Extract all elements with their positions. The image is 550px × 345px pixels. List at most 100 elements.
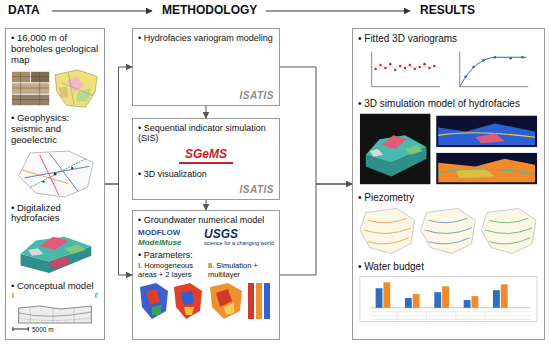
conceptual-section-picture-part-part bbox=[19, 312, 92, 316]
connector-arrow bbox=[206, 106, 207, 118]
geophysics-map-picture-part-part bbox=[42, 180, 44, 182]
column-header: DATA bbox=[8, 4, 40, 18]
header-arrows-part bbox=[266, 11, 410, 12]
borehole-map-picture-part-part bbox=[31, 72, 49, 83]
conceptual-section-picture-part-part bbox=[30, 308, 74, 323]
process-box: • Fitted 3D variograms • 3D simulation m… bbox=[352, 28, 545, 340]
variogram-charts-picture-part-part bbox=[372, 51, 440, 86]
section-label: I' bbox=[95, 293, 98, 300]
water-budget-chart-picture-part-part bbox=[434, 292, 441, 308]
variogram-charts-picture-part-part bbox=[460, 51, 528, 86]
variogram-charts-picture-part-part bbox=[379, 63, 382, 66]
borehole-map-picture-part-part bbox=[59, 86, 69, 97]
simulation-model-picture-part-part bbox=[366, 135, 427, 162]
homogeneous-areas-picture-part-part bbox=[146, 289, 160, 305]
variogram-charts-picture-part-part bbox=[509, 56, 512, 59]
simulation-model-picture-part-part bbox=[438, 159, 535, 182]
spacer bbox=[138, 279, 204, 281]
simulation-model-picture bbox=[358, 111, 539, 187]
variogram-charts-picture-part-part bbox=[374, 67, 377, 70]
piezometry-maps-picture bbox=[358, 206, 539, 256]
geophysics-map-picture-part-part bbox=[19, 151, 94, 197]
logo-row: MODFLOWModelMuse USGSscience for a changi… bbox=[138, 228, 274, 246]
column-group: II. Simulation + multilayer bbox=[208, 262, 274, 321]
water-budget-chart-picture-part-part bbox=[471, 296, 478, 308]
conceptual-section-picture: II'5000 m bbox=[11, 293, 99, 333]
water-budget-chart-picture bbox=[358, 274, 539, 324]
spacer bbox=[11, 292, 99, 293]
connector-arrow bbox=[206, 200, 207, 210]
water-budget-chart-picture-part-part bbox=[493, 290, 500, 308]
variogram-charts-picture-part-part bbox=[418, 65, 421, 68]
section-label: I bbox=[12, 293, 14, 300]
variogram-charts-picture-part-part bbox=[428, 66, 431, 69]
logo-text: SGeMS bbox=[179, 148, 233, 164]
conceptual-section-picture-part bbox=[11, 293, 99, 333]
parameter-text: I. Homogeneous areas + 2 layers bbox=[138, 262, 204, 279]
variogram-charts-picture-part-part bbox=[399, 64, 402, 67]
variogram-charts-picture-part-part bbox=[423, 62, 426, 65]
simulation-layers-picture-part-part bbox=[264, 283, 270, 319]
variogram-charts-picture-part-part bbox=[460, 57, 527, 86]
borehole-map-picture-part-part bbox=[66, 76, 83, 91]
spacer bbox=[358, 187, 539, 192]
bullet-text: • Groundwater numerical model bbox=[138, 215, 274, 225]
geophysics-map-picture-part bbox=[11, 148, 99, 200]
simulation-model-picture-part-part bbox=[436, 153, 537, 184]
borehole-map-picture-part-part bbox=[12, 95, 49, 106]
simulation-model-picture-part-part bbox=[405, 145, 423, 155]
column-group: MODFLOWModelMuse bbox=[138, 228, 200, 246]
geophysics-map-picture bbox=[11, 148, 99, 200]
logo-text: MODFLOW bbox=[138, 228, 200, 237]
spacer bbox=[358, 272, 539, 274]
logo-row: I. Homogeneous areas + 2 layers II. Simu… bbox=[138, 262, 274, 321]
geophysics-map-picture-part-part bbox=[49, 152, 78, 190]
simulation-model-picture-part bbox=[358, 111, 539, 187]
variogram-charts-picture-part-part bbox=[482, 58, 485, 61]
variogram-charts-picture-part bbox=[358, 47, 539, 93]
variogram-charts-picture bbox=[358, 47, 539, 93]
homogeneous-areas-picture-part-part bbox=[174, 283, 202, 319]
homogeneous-areas-picture-part-part bbox=[184, 307, 194, 315]
simulation-model-picture-part-part bbox=[370, 149, 384, 157]
borehole-map-picture-part-part bbox=[12, 83, 49, 94]
spacer bbox=[11, 66, 99, 68]
bullet-text: • Conceptual model bbox=[11, 281, 99, 292]
bullet-text: • 16,000 m of boreholes geological map bbox=[11, 33, 99, 66]
simulation-model-picture-part-part bbox=[381, 135, 406, 149]
spacer bbox=[358, 45, 539, 47]
variogram-charts-picture-part-part bbox=[384, 66, 387, 69]
simulation-model-picture-part-part bbox=[438, 169, 535, 174]
simulation-layers-picture-part bbox=[208, 281, 274, 321]
piezometry-maps-picture-part-part bbox=[364, 218, 411, 244]
column-group: I. Homogeneous areas + 2 layers bbox=[138, 262, 204, 321]
connector-arrow bbox=[105, 184, 132, 275]
bullet-text: • Geophysics: seismic and geoelectric bbox=[11, 113, 99, 146]
water-budget-chart-picture-part-part bbox=[501, 284, 508, 307]
simulation-layers-picture-part-part bbox=[210, 283, 242, 319]
simulation-model-picture-part-part bbox=[436, 116, 537, 147]
geophysics-map-picture-part-part bbox=[30, 158, 85, 187]
bullet-text: • Fitted 3D variograms bbox=[358, 33, 539, 45]
spacer bbox=[138, 247, 274, 250]
piezometry-maps-picture-part-part bbox=[360, 208, 415, 253]
piezometry-maps-picture-part-part bbox=[485, 218, 532, 244]
spacer bbox=[138, 43, 274, 89]
logo-text: USGS bbox=[204, 228, 274, 240]
water-budget-chart-picture-part-part bbox=[405, 298, 412, 308]
geophysics-map-picture-part-part bbox=[22, 170, 68, 183]
bullet-text: • Sequential indicator simulation (SIS) bbox=[138, 123, 274, 144]
variogram-charts-picture-part-part bbox=[521, 56, 524, 59]
conceptual-section-picture-part-part bbox=[19, 318, 92, 321]
simulation-model-picture-part-part bbox=[475, 133, 504, 143]
spacer bbox=[358, 256, 539, 261]
bullet-text: • Water budget bbox=[358, 261, 539, 273]
logo-tagline: science for a changing world bbox=[204, 240, 274, 246]
process-box: • 16,000 m of boreholes geological map •… bbox=[5, 28, 105, 340]
water-budget-chart-picture-part-part bbox=[383, 282, 390, 307]
bullet-text: • Hydrofacies variogram modeling bbox=[138, 33, 274, 43]
connector-arrow bbox=[280, 67, 352, 184]
simulation-layers-picture-part-part bbox=[224, 303, 234, 315]
process-box: • Groundwater numerical modelMODFLOWMode… bbox=[132, 210, 280, 340]
water-budget-chart-picture-part-part bbox=[464, 300, 471, 308]
